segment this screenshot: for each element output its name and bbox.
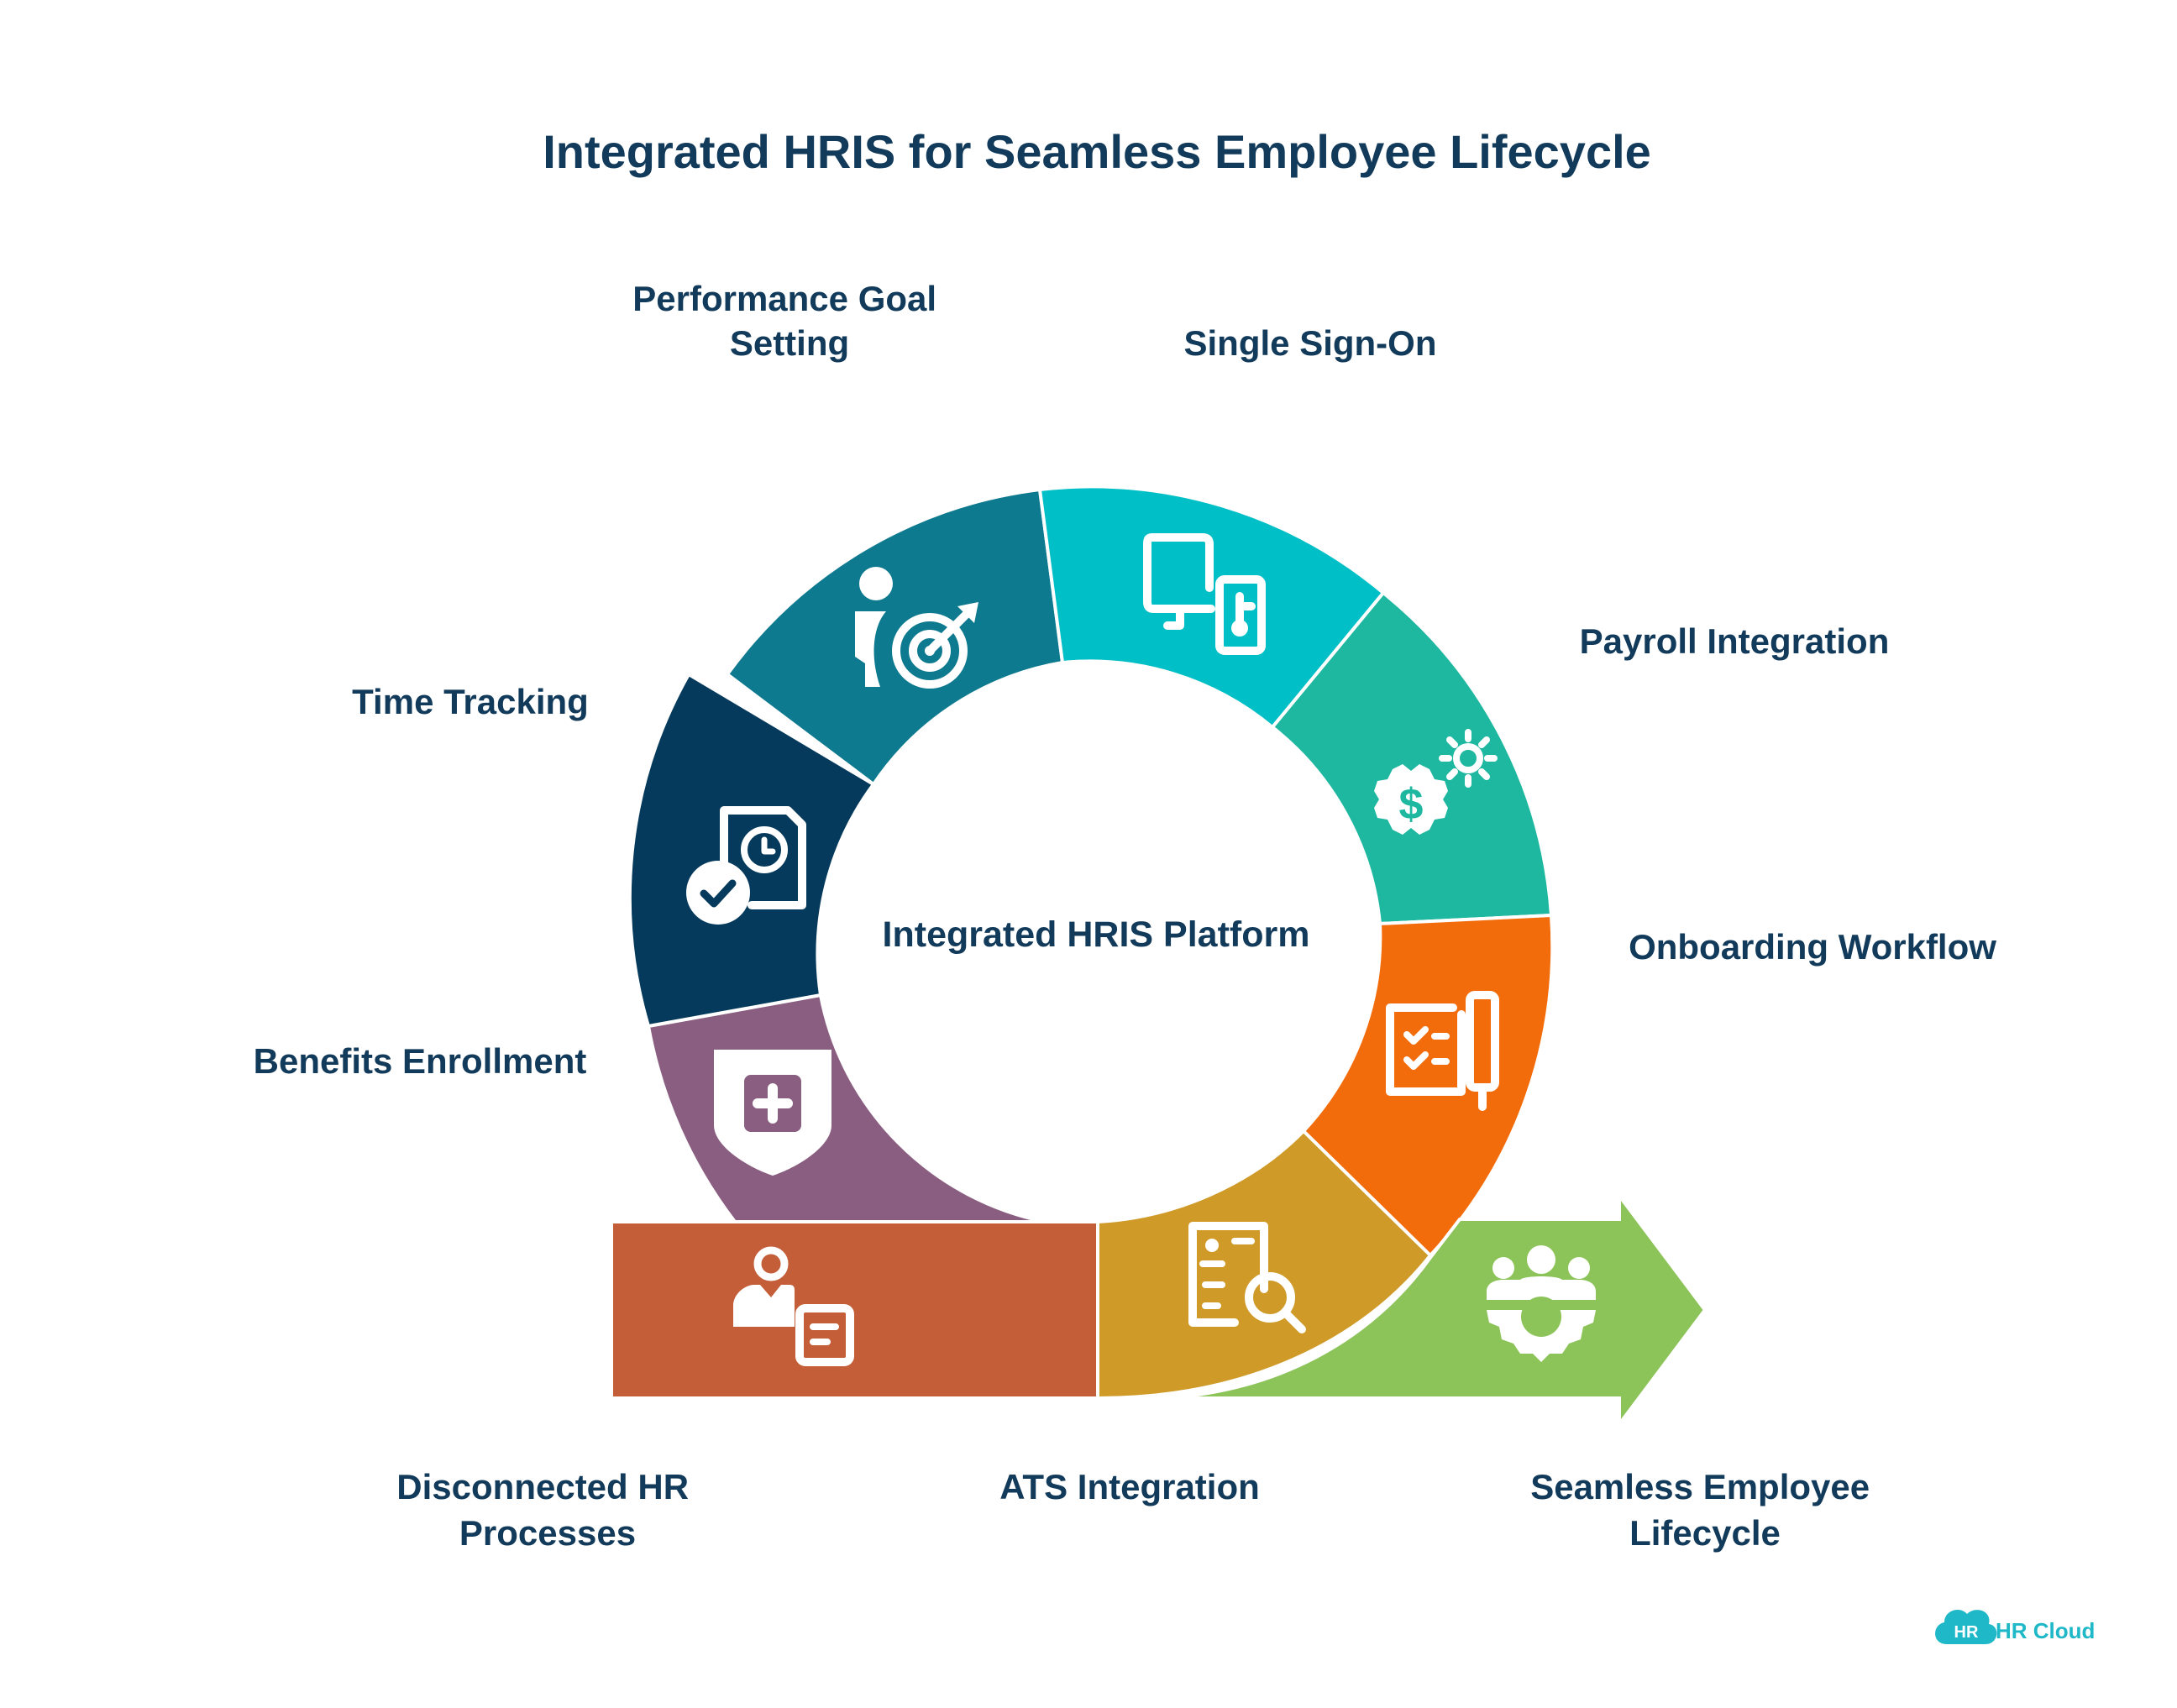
label-onboarding-workflow: Onboarding Workflow [1629, 927, 1996, 967]
label-performance-goal-setting: Performance Goal Setting [632, 279, 946, 363]
logo-name: HR Cloud [1996, 1618, 2095, 1643]
label-single-sign-on: Single Sign-On [1184, 323, 1437, 363]
cloud-badge-icon [1935, 1610, 1997, 1644]
logo-badge-text: HR [1954, 1623, 1979, 1642]
shield-plus-icon [714, 1050, 831, 1176]
segment-benefits-enrollment [646, 993, 1047, 1223]
timesheet-check-icon [686, 806, 806, 925]
center-label: Integrated HRIS Platform [883, 914, 1310, 955]
label-payroll-integration: Payroll Integration [1580, 621, 1890, 661]
label-disconnected-hr-processes: Disconnected HR Processes [396, 1467, 698, 1553]
dollar-gear-icon: $ [1374, 729, 1498, 835]
label-ats-integration: ATS Integration [999, 1467, 1260, 1506]
resume-search-icon [1188, 1222, 1306, 1333]
segment-payroll-integration [1270, 590, 1554, 926]
label-time-tracking: Time Tracking [352, 682, 589, 721]
team-gear-icon [1487, 1245, 1596, 1362]
seamless-lifecycle-arrow [1167, 1191, 1708, 1429]
ring [627, 485, 1555, 1258]
label-seamless-employee-lifecycle: Seamless Employee Lifecycle [1530, 1467, 1880, 1553]
checklist-pen-icon [1386, 991, 1499, 1111]
hr-cloud-logo: HR HR Cloud [1935, 1610, 2095, 1644]
svg-text:$: $ [1399, 780, 1424, 829]
segment-disconnected-hr-processes [610, 1220, 1099, 1400]
label-benefits-enrollment: Benefits Enrollment [254, 1041, 587, 1081]
diagram-title: Integrated HRIS for Seamless Employee Li… [543, 125, 1651, 178]
monitor-key-icon [1143, 533, 1266, 655]
target-person-icon [855, 567, 978, 689]
segment-time-tracking [627, 672, 876, 1029]
person-document-icon [733, 1246, 854, 1366]
